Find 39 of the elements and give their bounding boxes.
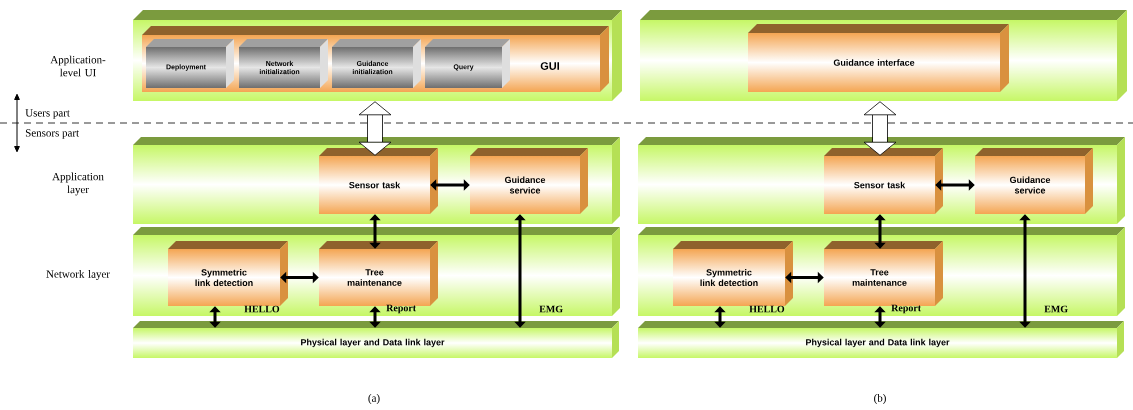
layer-band xyxy=(638,227,1125,316)
hollow-arrow xyxy=(863,101,897,156)
arrow xyxy=(874,214,886,249)
layer-band xyxy=(640,10,1127,101)
part-label: Users part xyxy=(25,109,70,119)
hollow-arrow xyxy=(358,101,392,156)
arrow xyxy=(935,179,975,191)
arrow xyxy=(369,214,381,249)
arrow xyxy=(430,179,470,191)
edge-label: EMG xyxy=(1044,305,1068,313)
arrow xyxy=(785,271,824,284)
layer-band: Physical layer and Data link layer xyxy=(133,321,619,358)
arrow xyxy=(714,306,726,328)
part-label: Sensors part xyxy=(25,129,79,139)
edge-label: Report xyxy=(891,304,922,314)
arrow xyxy=(874,306,886,328)
layer-label: Application layer xyxy=(52,172,104,196)
arrow xyxy=(369,306,381,328)
layer-band: Physical layer and Data link layer xyxy=(638,321,1124,358)
module-box: Guidance interface xyxy=(748,24,1009,92)
arrow xyxy=(514,214,526,328)
edge-label: HELLO xyxy=(244,305,280,313)
edge-label: HELLO xyxy=(749,305,785,313)
arrow xyxy=(209,306,221,328)
edge-label: EMG xyxy=(539,305,563,313)
layer-label: Application-level UI xyxy=(50,55,106,77)
module-box: Guidance service xyxy=(470,148,588,214)
arrow xyxy=(280,271,319,284)
module-box: Guidance service xyxy=(975,148,1093,214)
layer-band xyxy=(638,137,1125,224)
module-box: Symmetric link detection xyxy=(168,241,288,306)
subfigure-label: (a) xyxy=(368,394,380,404)
module-box: Sensor task xyxy=(824,148,943,214)
module-box: Sensor task xyxy=(319,148,438,214)
layer-label: Network layer xyxy=(46,270,110,280)
subfigure-label: (b) xyxy=(874,394,886,404)
arrow xyxy=(1019,214,1031,328)
module-box: Symmetric link detection xyxy=(673,241,793,306)
edge-label: Report xyxy=(386,304,417,314)
